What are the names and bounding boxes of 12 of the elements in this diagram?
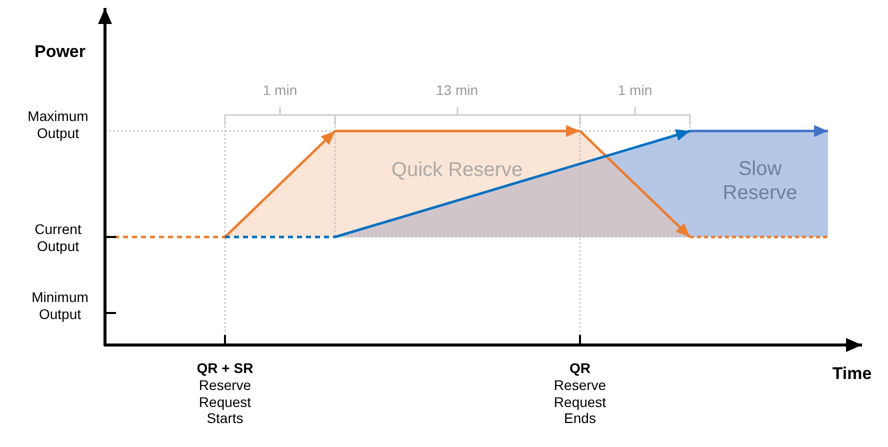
axis-label: Maximum Output bbox=[26, 108, 90, 142]
event-label: QR + SR Reserve Request Starts bbox=[196, 360, 254, 428]
event-label: QR Reserve Request Ends bbox=[552, 360, 608, 428]
axis-label: Current Output bbox=[34, 221, 82, 255]
duration-label: 1 min bbox=[616, 82, 654, 99]
duration-label: 1 min bbox=[262, 82, 298, 99]
axis-title: Power bbox=[33, 42, 87, 62]
area-label: Slow Reserve bbox=[722, 157, 798, 205]
area-label: Quick Reserve bbox=[390, 158, 524, 182]
axis-label: Minimum Output bbox=[30, 289, 90, 323]
axis-title: Time bbox=[831, 364, 873, 384]
duration-label: 13 min bbox=[434, 82, 480, 99]
